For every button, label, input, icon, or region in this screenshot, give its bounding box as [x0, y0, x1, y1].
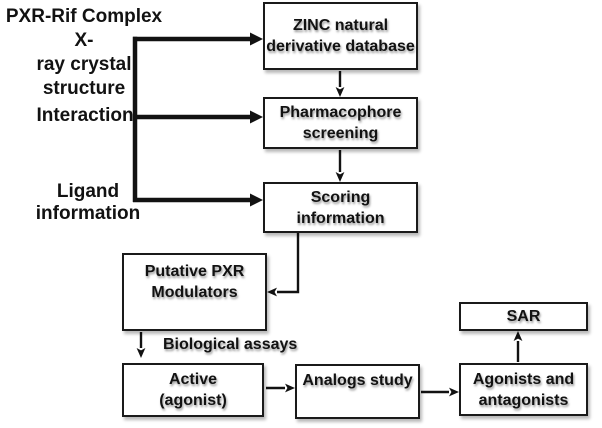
box-putative-pxr-modulators: Putative PXR Modulators — [122, 253, 267, 331]
arrow-scoring-to-putative — [267, 232, 300, 297]
box-agonists-and-antagonists: Agonists and antagonists — [459, 363, 588, 416]
box-zinc-natural-derivative-database: ZINC natural derivative database — [263, 2, 418, 70]
box-pharmacophore-label: Pharmacophore screening — [279, 104, 402, 142]
box-sar-label: SAR — [506, 308, 541, 325]
box-scoring-label: Scoring information — [296, 188, 385, 227]
box-sar: SAR — [459, 302, 588, 331]
box-analogs-label: Analogs study — [302, 372, 413, 389]
box-active-label: Active (agonist) — [159, 371, 227, 409]
box-pharmacophore-screening: Pharmacophore screening — [263, 97, 418, 149]
label-ligand-information: Ligand information — [35, 181, 141, 224]
box-agonists-label: Agonists and antagonists — [472, 370, 575, 409]
box-zinc-label: ZINC natural derivative database — [266, 17, 415, 55]
box-active-agonist: Active (agonist) — [122, 363, 264, 417]
label-biological-assays: Biological assays — [163, 336, 298, 353]
box-scoring-information: Scoring information — [263, 182, 418, 233]
box-putative-label: Putative PXR Modulators — [144, 263, 245, 301]
label-interaction: Interaction — [36, 105, 134, 126]
box-analogs-study: Analogs study — [295, 364, 420, 419]
label-pxr-rif-complex-title: PXR-Rif Complex X- ray crystal structure — [5, 6, 163, 99]
